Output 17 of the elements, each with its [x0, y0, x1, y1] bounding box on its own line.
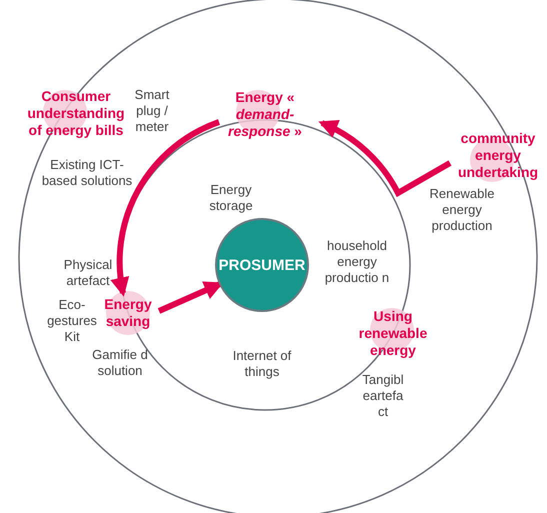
- ring-label: Eco-gestures Kit: [46, 297, 98, 345]
- ring-label: Renewable energy production: [428, 186, 496, 234]
- ring-label: Tangibl eartefa ct: [361, 372, 405, 420]
- ring-label: Smart plug / meter: [134, 87, 170, 135]
- ring-label: Physical artefact: [62, 257, 114, 289]
- highlight-label: Using renewable energy: [347, 308, 439, 359]
- arrow: [318, 120, 452, 196]
- arrow: [111, 119, 220, 297]
- ring-label: household energy productio n: [324, 238, 390, 286]
- ring-label: Gamifie d solution: [91, 347, 149, 379]
- ring-label: Internet of things: [232, 348, 292, 380]
- highlight-label: Energy saving: [98, 296, 158, 330]
- highlight-label: Energy « demand-response »: [219, 89, 311, 140]
- ring-label: Energy storage: [208, 182, 254, 214]
- center-circle: PROSUMER: [215, 218, 309, 312]
- ring-label: Existing ICT-based solutions: [40, 157, 134, 189]
- highlight-label: Consumer understanding of energy bills: [22, 88, 130, 139]
